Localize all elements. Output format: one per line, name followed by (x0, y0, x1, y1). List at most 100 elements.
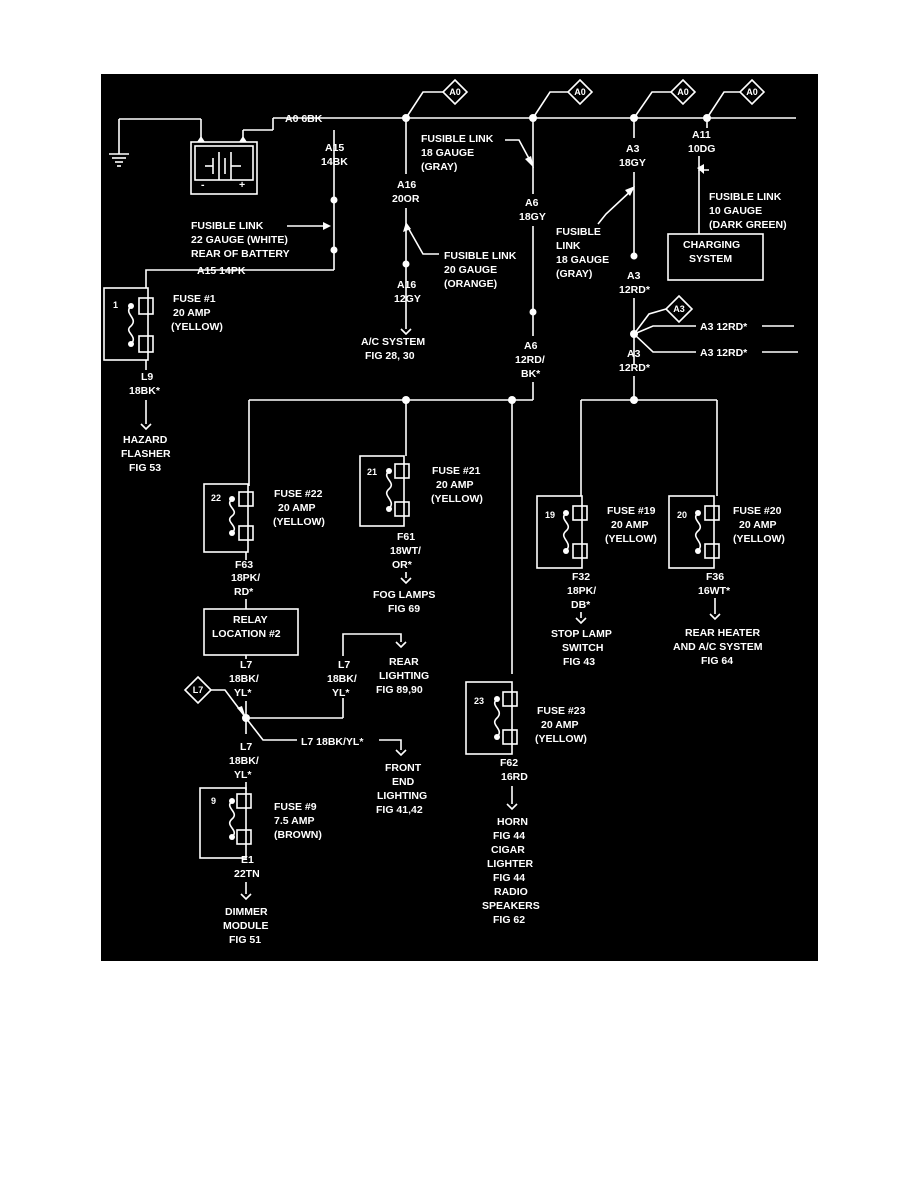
svg-text:F62: F62 (500, 757, 518, 769)
svg-text:12RD/: 12RD/ (515, 354, 545, 366)
svg-text:23: 23 (474, 696, 484, 706)
svg-text:19: 19 (545, 510, 555, 520)
svg-text:12GY: 12GY (394, 293, 421, 305)
svg-text:(BROWN): (BROWN) (274, 829, 322, 841)
svg-text:20: 20 (677, 510, 687, 520)
svg-text:REAR HEATER: REAR HEATER (685, 627, 760, 639)
svg-text:LIGHTING: LIGHTING (379, 670, 429, 682)
svg-text:A15 14PK: A15 14PK (197, 265, 246, 277)
svg-text:18GY: 18GY (519, 211, 546, 223)
svg-text:10 GAUGE: 10 GAUGE (709, 205, 762, 217)
wiring-diagram: - + A0 6BK A0 A0 A0 A0 A15 14BK (101, 74, 818, 961)
svg-text:1: 1 (113, 300, 118, 310)
svg-text:18PK/: 18PK/ (231, 572, 260, 584)
svg-text:20OR: 20OR (392, 193, 420, 205)
svg-text:22: 22 (211, 493, 221, 503)
svg-text:MODULE: MODULE (223, 920, 269, 932)
l7-area: L7 18BK/ YL* L7 L7 18BK/ YL* REAR LIGHTI… (183, 633, 429, 816)
svg-text:SPEAKERS: SPEAKERS (482, 900, 540, 912)
svg-text:FIG 43: FIG 43 (563, 656, 595, 668)
svg-text:FUSE #1: FUSE #1 (173, 293, 216, 305)
svg-text:18BK/: 18BK/ (229, 673, 259, 685)
svg-text:(DARK GREEN): (DARK GREEN) (709, 219, 787, 231)
svg-text:FIG 64: FIG 64 (701, 655, 733, 667)
svg-text:L7: L7 (338, 659, 350, 671)
battery-minus-label: - (201, 179, 205, 191)
svg-text:A3: A3 (627, 348, 641, 360)
svg-text:18 GAUGE: 18 GAUGE (556, 254, 609, 266)
svg-text:18BK/: 18BK/ (327, 673, 357, 685)
svg-text:REAR OF BATTERY: REAR OF BATTERY (191, 248, 290, 260)
svg-text:18 GAUGE: 18 GAUGE (421, 147, 474, 159)
svg-text:LOCATION #2: LOCATION #2 (212, 628, 281, 640)
svg-text:YL*: YL* (234, 769, 252, 781)
svg-text:18BK*: 18BK* (129, 385, 161, 397)
svg-text:(YELLOW): (YELLOW) (171, 321, 223, 333)
svg-text:F63: F63 (235, 559, 253, 571)
svg-text:A0: A0 (449, 87, 461, 97)
svg-text:FIG 89,90: FIG 89,90 (376, 684, 423, 696)
svg-text:OR*: OR* (392, 559, 413, 571)
connector-a0-3: A0 (633, 78, 697, 119)
svg-text:F61: F61 (397, 531, 415, 543)
svg-text:FIG 62: FIG 62 (493, 914, 525, 926)
svg-text:REAR: REAR (389, 656, 419, 668)
svg-text:FUSIBLE LINK: FUSIBLE LINK (444, 250, 517, 262)
svg-text:(GRAY): (GRAY) (421, 161, 457, 173)
svg-text:FUSE #20: FUSE #20 (733, 505, 782, 517)
svg-text:SYSTEM: SYSTEM (689, 253, 732, 265)
svg-text:CHARGING: CHARGING (683, 239, 740, 251)
svg-text:F36: F36 (706, 571, 724, 583)
svg-text:A3 12RD*: A3 12RD* (700, 347, 748, 359)
svg-text:9: 9 (211, 796, 216, 806)
svg-text:20 AMP: 20 AMP (278, 502, 316, 514)
svg-text:RELAY: RELAY (233, 614, 268, 626)
svg-text:FIG 44: FIG 44 (493, 830, 525, 842)
svg-text:FIG 53: FIG 53 (129, 462, 161, 474)
a15-branch: A15 14BK FUSIBLE LINK 22 GAUGE (WHITE) R… (145, 130, 348, 288)
svg-text:L7: L7 (193, 685, 204, 695)
svg-text:16WT*: 16WT* (698, 585, 731, 597)
svg-text:(GRAY): (GRAY) (556, 268, 592, 280)
svg-text:STOP LAMP: STOP LAMP (551, 628, 612, 640)
svg-text:A/C SYSTEM: A/C SYSTEM (361, 336, 425, 348)
battery-symbol: - + (190, 119, 273, 195)
svg-text:FUSE #23: FUSE #23 (537, 705, 586, 717)
svg-text:A3 12RD*: A3 12RD* (700, 321, 748, 333)
svg-text:L7: L7 (240, 741, 252, 753)
fuse-21: 21 FUSE #21 20 AMP (YELLOW) F61 18WT/ OR… (359, 455, 483, 615)
svg-text:LIGHTER: LIGHTER (487, 858, 533, 870)
svg-text:YL*: YL* (234, 687, 252, 699)
svg-text:18BK/: 18BK/ (229, 755, 259, 767)
svg-text:(YELLOW): (YELLOW) (733, 533, 785, 545)
svg-text:FIG 51: FIG 51 (229, 934, 261, 946)
fuse-bus (248, 396, 718, 674)
charging-system-box (667, 233, 764, 281)
svg-text:(YELLOW): (YELLOW) (273, 516, 325, 528)
connector-a0-4: A0 (706, 78, 766, 119)
svg-text:(YELLOW): (YELLOW) (605, 533, 657, 545)
svg-text:18GY: 18GY (619, 157, 646, 169)
connector-a0-2: A0 (532, 78, 594, 119)
svg-text:FOG LAMPS: FOG LAMPS (373, 589, 435, 601)
svg-text:DIMMER: DIMMER (225, 906, 268, 918)
svg-text:DB*: DB* (571, 599, 591, 611)
svg-text:A0: A0 (677, 87, 689, 97)
svg-text:L7 18BK/YL*: L7 18BK/YL* (301, 736, 364, 748)
svg-text:A16: A16 (397, 179, 416, 191)
svg-text:FUSIBLE LINK: FUSIBLE LINK (191, 220, 264, 232)
svg-text:20 AMP: 20 AMP (436, 479, 474, 491)
fuse-23: 23 FUSE #23 20 AMP (YELLOW) F62 16RD HOR… (465, 681, 587, 926)
svg-text:FUSIBLE: FUSIBLE (556, 226, 601, 238)
svg-text:A6: A6 (525, 197, 539, 209)
svg-text:A3: A3 (627, 270, 641, 282)
svg-text:YL*: YL* (332, 687, 350, 699)
svg-text:10DG: 10DG (688, 143, 715, 155)
svg-text:FLASHER: FLASHER (121, 448, 171, 460)
a11-branch: A11 10DG FUSIBLE LINK 10 GAUGE (DARK GRE… (667, 118, 787, 281)
svg-text:FIG 44: FIG 44 (493, 872, 525, 884)
svg-text:22TN: 22TN (234, 868, 260, 880)
svg-text:END: END (392, 776, 415, 788)
fuse-1: 1 FUSE #1 20 AMP (YELLOW) L9 18BK* HAZAR… (103, 287, 223, 474)
fuse-9: 9 FUSE #9 7.5 AMP (BROWN) E1 22TN DIMMER… (199, 787, 322, 946)
